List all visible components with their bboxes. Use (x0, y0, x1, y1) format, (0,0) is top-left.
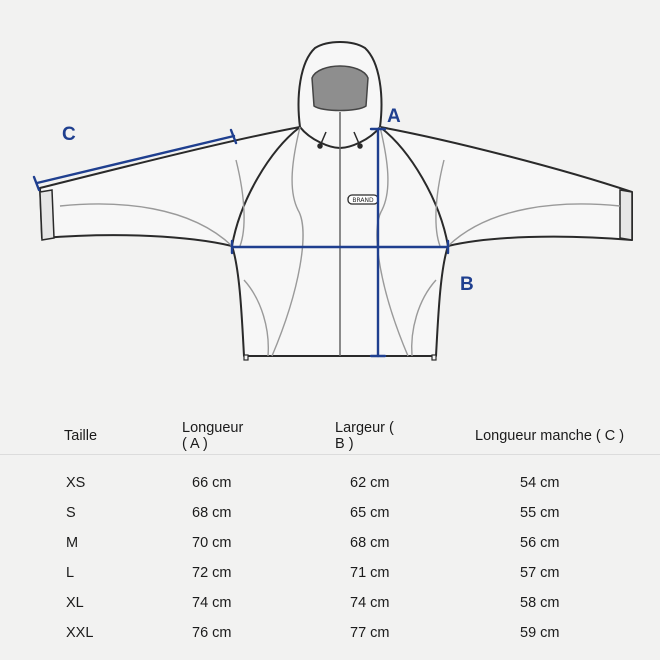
cell-length: 70 cm (192, 535, 232, 552)
table-row: XS 66 cm 62 cm 54 cm (0, 468, 660, 498)
dimension-label-c: C (62, 124, 76, 145)
table-row: XL 74 cm 74 cm 58 cm (0, 588, 660, 618)
cell-width: 68 cm (350, 535, 390, 552)
dimension-lines (32, 127, 450, 358)
jacket-diagram: BRAND (32, 41, 633, 361)
cuffs (39, 189, 633, 241)
svg-text:BRAND: BRAND (352, 197, 374, 204)
cell-size: S (66, 505, 76, 522)
cell-length: 66 cm (192, 475, 232, 492)
drawcords (317, 131, 363, 149)
dimension-c (32, 128, 238, 192)
hem-toggles (243, 354, 437, 361)
cell-width: 77 cm (350, 625, 390, 642)
cell-length: 68 cm (192, 505, 232, 522)
cell-width: 71 cm (350, 565, 390, 582)
cell-width: 74 cm (350, 595, 390, 612)
table-row: XXL 76 cm 77 cm 59 cm (0, 618, 660, 648)
cell-size: XL (66, 595, 84, 612)
cell-size: L (66, 565, 75, 582)
dimension-label-b: B (460, 274, 474, 295)
cell-sleeve-length: 56 cm (520, 535, 560, 552)
table-header-row: Taille Longueur ( A ) Largeur ( B ) Long… (0, 418, 660, 455)
cell-length: 72 cm (192, 565, 232, 582)
size-chart-table: Taille Longueur ( A ) Largeur ( B ) Long… (0, 418, 660, 648)
cell-sleeve-length: 58 cm (520, 595, 560, 612)
cell-length: 74 cm (192, 595, 232, 612)
cell-width: 65 cm (350, 505, 390, 522)
header-size: Taille (64, 428, 98, 444)
cell-sleeve-length: 55 cm (520, 505, 560, 522)
left-cuff (39, 189, 55, 241)
dimension-label-a: A (387, 106, 401, 127)
dimension-b (230, 239, 450, 255)
dimension-a (369, 127, 387, 358)
cell-size: XS (66, 475, 86, 492)
cell-size: M (66, 535, 79, 552)
right-cuff (619, 189, 633, 241)
table-row: M 70 cm 68 cm 56 cm (0, 528, 660, 558)
header-length: Longueur ( A ) (182, 420, 244, 452)
cell-sleeve-length: 59 cm (520, 625, 560, 642)
table-row: L 72 cm 71 cm 57 cm (0, 558, 660, 588)
header-sleeve-length: Longueur manche ( C ) (475, 428, 625, 444)
table-row: S 68 cm 65 cm 55 cm (0, 498, 660, 528)
chest-logo: BRAND (347, 194, 379, 205)
cell-width: 62 cm (350, 475, 390, 492)
cell-length: 76 cm (192, 625, 232, 642)
header-width: Largeur ( B ) (335, 420, 394, 452)
cell-sleeve-length: 57 cm (520, 565, 560, 582)
cell-sleeve-length: 54 cm (520, 475, 560, 492)
hood-inside (311, 65, 369, 112)
cell-size: XXL (66, 625, 94, 642)
seams (59, 126, 621, 357)
